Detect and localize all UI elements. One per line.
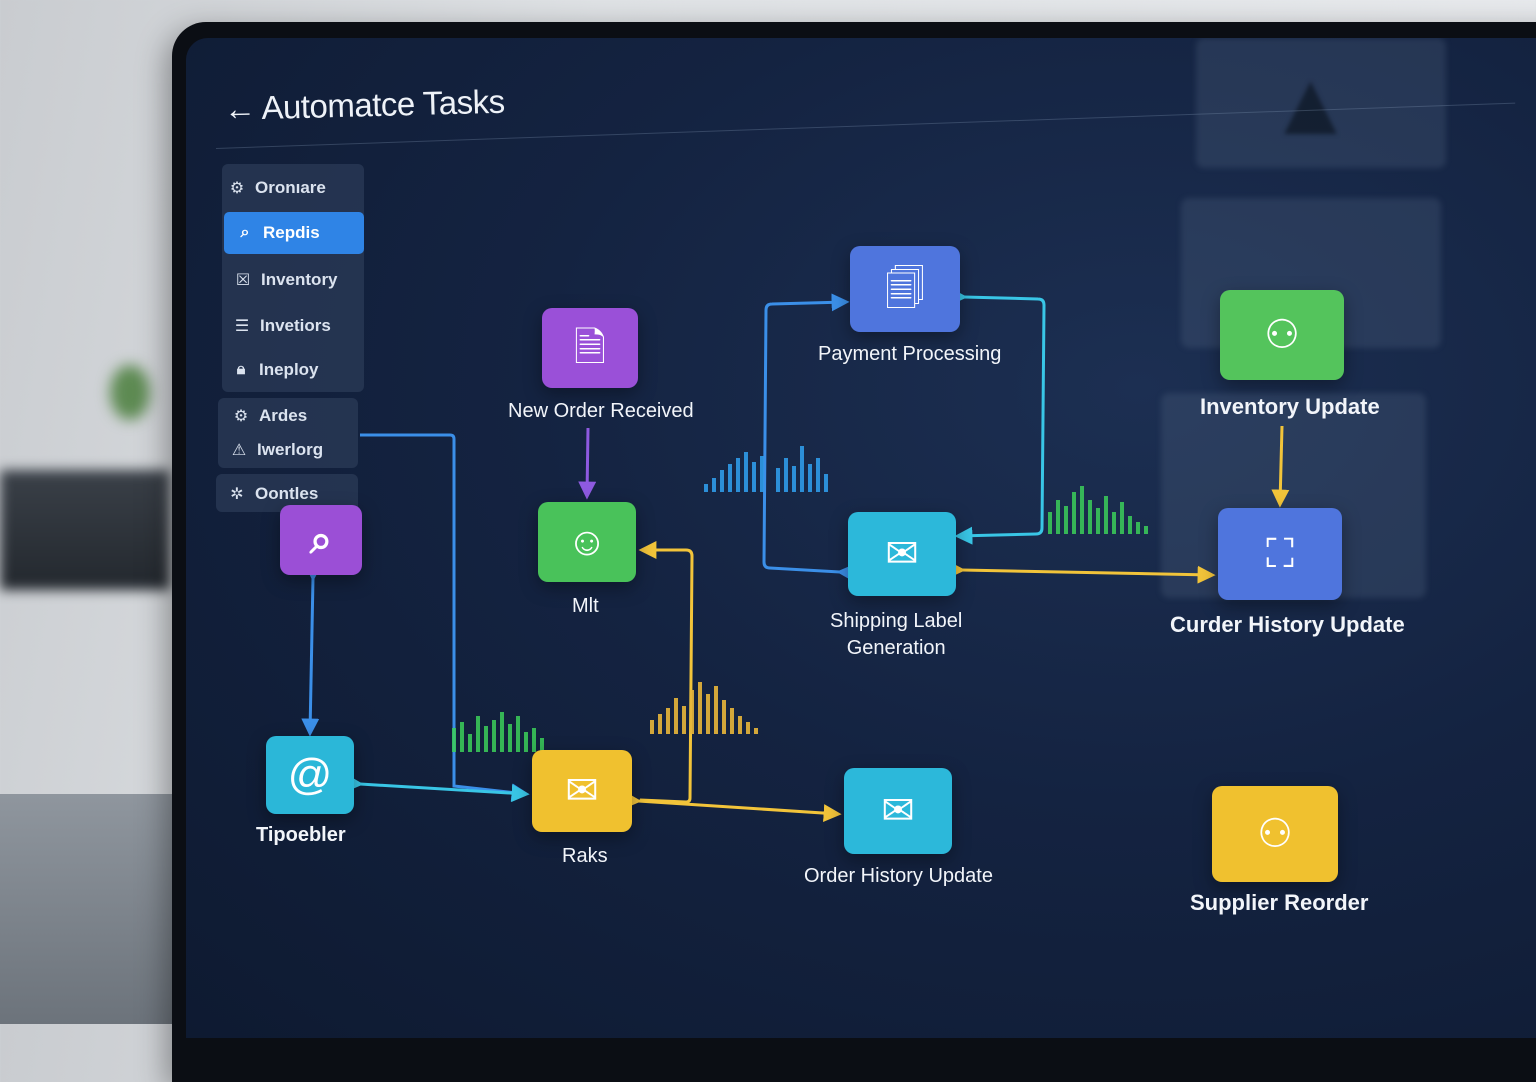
envelope-user-icon: ✉	[885, 532, 919, 576]
connector-search-tipoebler	[301, 563, 323, 737]
app-screen: ▲ ← Automatce Tasks ⚙ Oronıare ⌕ Repdis …	[186, 38, 1536, 1038]
order-history-label: Order History Update	[804, 865, 993, 887]
gear-icon: ⚙	[229, 180, 245, 197]
robot-icon: ☺	[566, 520, 608, 564]
sidebar-item-invetiors[interactable]: ☰ Invetiors	[233, 316, 331, 336]
sidebar-item-label: Oontles	[255, 484, 319, 503]
connector-inventory-curder	[1271, 425, 1290, 508]
connector-tipoebler-raks	[345, 774, 530, 803]
sidebar-item-iwerlorg[interactable]: ⚠ Iwerlorg	[230, 440, 323, 460]
sidebar-item-label: Repdis	[263, 223, 320, 242]
mlt-label: Mlt	[572, 595, 599, 617]
connector-raks-orderhistory	[623, 791, 842, 823]
sidebar-item-label: Invetiors	[260, 316, 331, 335]
connector-sidebar-raks	[360, 433, 530, 802]
box-icon: ☒	[235, 272, 251, 289]
payment-label: Payment Processing	[818, 343, 1002, 365]
background-panel	[1196, 38, 1446, 168]
people-icon: ⚇	[1257, 812, 1293, 856]
sidebar-group	[222, 164, 364, 392]
sidebar-item-inventory[interactable]: ☒ Inventory	[234, 270, 338, 290]
connector-shipping-curder	[947, 560, 1216, 584]
cog-icon: ✲	[230, 486, 244, 503]
sidebar-item-label: Inventory	[261, 270, 338, 289]
new-order-node[interactable]: 🗎︎	[542, 308, 638, 388]
shipping-label-line1: Shipping Label	[830, 610, 963, 632]
search-icon: ⌕	[240, 224, 250, 241]
connector-payment-shipping-right	[949, 287, 1046, 545]
sidebar-item-label: Iwerlorg	[257, 440, 324, 459]
sidebar-item-ardes[interactable]: ⚙ Ardes	[232, 406, 307, 426]
activity-bars-yellow	[650, 682, 758, 734]
sidebar-item-oroniare[interactable]: ⚙ Oronıare	[228, 178, 326, 198]
shipping-label-line2: Generation	[846, 637, 946, 659]
connector-shipping-payment-left	[762, 293, 855, 582]
mlt-node[interactable]: ☺	[538, 502, 636, 582]
lock-icon: 🔒︎	[236, 361, 246, 378]
supplier-node[interactable]: ⚇	[1212, 786, 1338, 882]
activity-bars-green-right	[1048, 486, 1148, 534]
curder-history-node[interactable]: ⛶	[1218, 508, 1342, 600]
at-icon: @	[287, 750, 333, 799]
connector-neworder-mlt	[578, 427, 597, 500]
sidebar-item-oontles[interactable]: ✲ Oontles	[228, 484, 318, 504]
connector-raks-mlt	[638, 541, 694, 804]
sidebar-group	[218, 398, 358, 468]
gear-icon: ⚙	[233, 408, 249, 425]
curder-history-label: Curder History Update	[1170, 612, 1405, 637]
inventory-update-label: Inventory Update	[1200, 394, 1380, 419]
tipoebler-node[interactable]: @	[266, 736, 354, 814]
activity-bars-blue	[704, 446, 828, 492]
raks-node[interactable]: ✉	[532, 750, 632, 832]
shipping-label: Shipping Label Generation	[830, 608, 962, 662]
activity-bars-green-left	[452, 712, 544, 752]
invoice-user-icon: 🗐︎	[885, 267, 925, 311]
sidebar-item-label: Ineploy	[259, 360, 319, 379]
sidebar-item-label: Ardes	[259, 406, 308, 425]
tipoebler-label: Tipoebler	[256, 824, 346, 846]
supplier-label: Supplier Reorder	[1190, 890, 1369, 915]
search-icon: ⌕	[309, 518, 333, 562]
search-node[interactable]: ⌕	[280, 505, 362, 575]
background-triangle-icon: ▲	[1266, 54, 1356, 154]
raks-label: Raks	[562, 845, 608, 867]
warning-icon: ⚠	[231, 442, 247, 459]
inventory-update-node[interactable]: ⚇	[1220, 290, 1344, 380]
order-history-node[interactable]: ✉	[844, 768, 952, 854]
network-users-icon: ⛶	[1266, 532, 1294, 576]
payment-node[interactable]: 🗐︎	[850, 246, 960, 332]
sidebar-item-label: Oronıare	[255, 178, 326, 197]
sidebar-item-repdis[interactable]: ⌕ Repdis	[224, 212, 364, 254]
new-order-label: New Order Received	[508, 400, 694, 422]
mail-icon: ✉	[565, 769, 599, 813]
group-icon: ⚇	[1264, 313, 1300, 357]
shipping-node[interactable]: ✉	[848, 512, 956, 596]
list-icon: ☰	[234, 318, 250, 335]
workflow-connections	[301, 287, 1290, 823]
document-icon: 🗎︎	[573, 326, 607, 370]
background-plant	[110, 365, 150, 420]
truck-mail-icon: ✉	[881, 789, 915, 833]
background-shelf	[0, 470, 170, 590]
sidebar-item-ineploy[interactable]: 🔒︎ Ineploy	[232, 360, 319, 380]
